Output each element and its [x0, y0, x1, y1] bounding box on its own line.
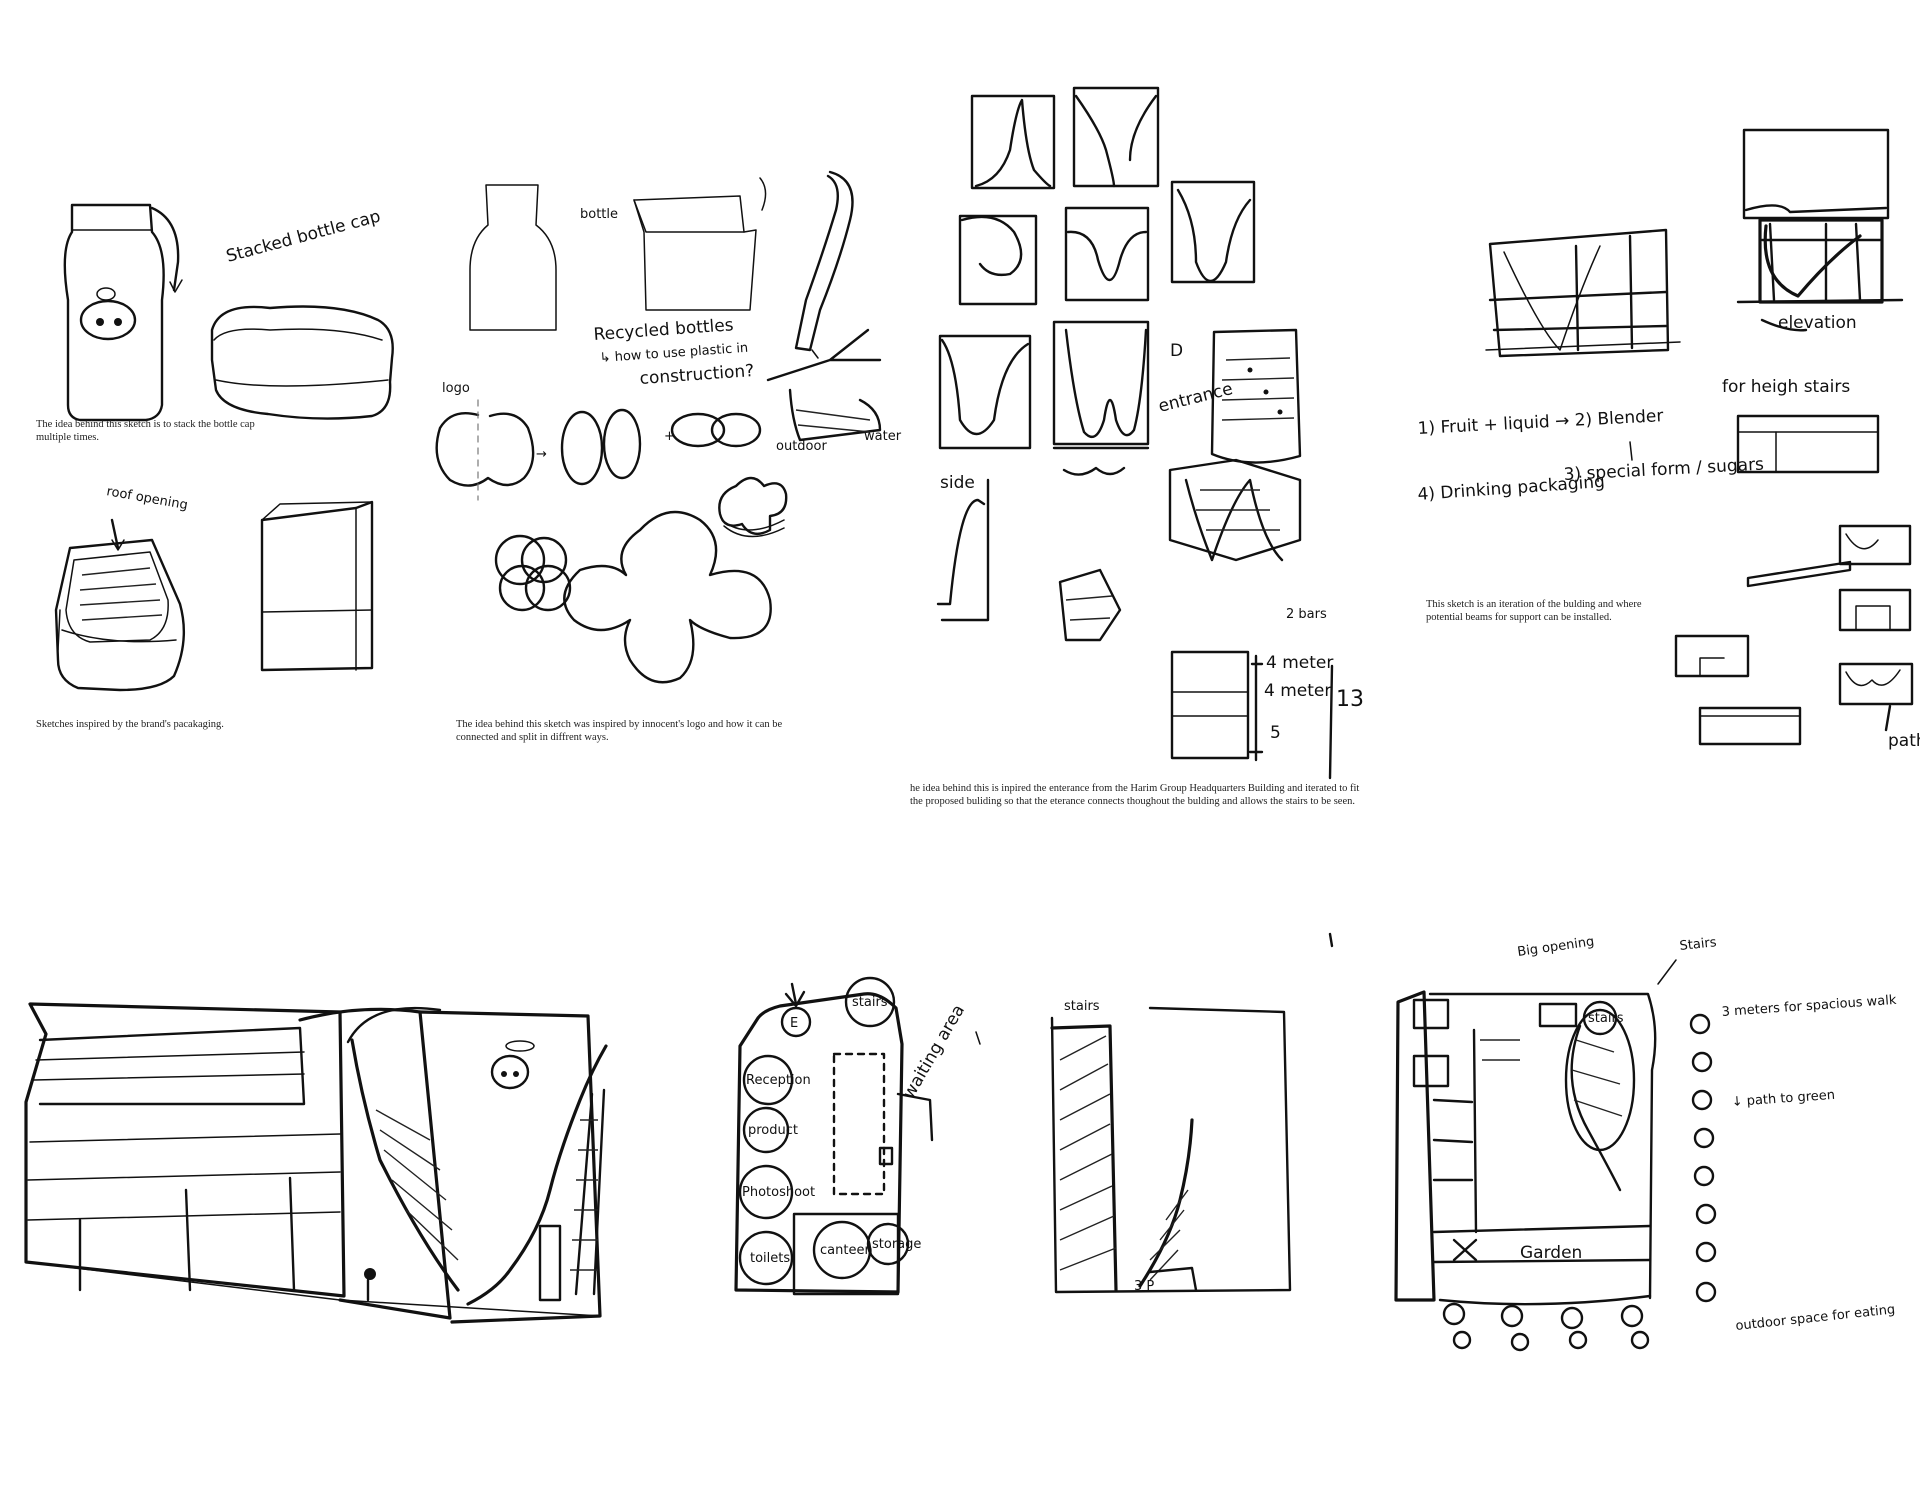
harim-caption: he idea behind this is inpired the enter… [910, 783, 1360, 807]
big-opening-label: Big opening [1516, 934, 1595, 960]
path-to-green-label: ↓ path to green [1731, 1088, 1835, 1110]
clover-sketches [494, 476, 788, 684]
stacked-cap-label: Stacked bottle cap [224, 206, 383, 266]
logo-side-label: bottle [580, 207, 618, 222]
svg-text:D: D [1170, 341, 1183, 361]
stairs-plan-b-label: stairs [1588, 1011, 1624, 1026]
entrance-frame-grid [938, 86, 1256, 476]
fruit-liquid-label: 1) Fruit + liquid → 2) Blender [1417, 406, 1664, 439]
bottle-sketch [63, 203, 183, 422]
storage-bubble-label: storage [872, 1237, 921, 1252]
bottle-cap-caption: The idea behind this sketch is to stack … [36, 419, 255, 443]
logo-circle-sketches: logo → + [435, 381, 762, 501]
drinking-packaging-label: 4) Drinking packaging [1417, 472, 1606, 505]
entrance-side-sections: 2 bars [936, 458, 1327, 642]
svg-text:water: water [864, 429, 902, 444]
roof-opening-label: roof opening [105, 484, 189, 513]
cube-sketch [260, 500, 374, 672]
stacked-cap-sketch: Stacked bottle cap [210, 206, 394, 420]
svg-text:→: → [536, 447, 547, 462]
elevation-label: elevation [1778, 313, 1857, 333]
path-label: path [1888, 731, 1920, 751]
juice-process-note: 1) Fruit + liquid → 2) Blender 3) specia… [1417, 406, 1765, 505]
stairs-section-label: stairs [1064, 999, 1100, 1014]
logo-caption: The idea behind this sketch was inspired… [456, 719, 783, 743]
thirteen-label: 13 [1336, 687, 1364, 712]
reception-bubble-label: Reception [746, 1073, 811, 1088]
svg-text:+: + [664, 429, 675, 444]
beams-caption: This sketch is an iteration of the buldi… [1426, 599, 1642, 623]
entrance-label: entrance [1156, 379, 1234, 417]
packaging-caption: Sketches inspired by the brand's pacakag… [36, 719, 224, 730]
construction-label: construction? [639, 361, 755, 389]
garden-label: Garden [1520, 1243, 1582, 1263]
svg-text:outdoor: outdoor [776, 439, 827, 454]
site-plan: Big opening Stairs stairs Garden [1394, 934, 1897, 1352]
heigh-stairs-label: for heigh stairs [1722, 377, 1850, 397]
building-perspective [24, 1002, 608, 1324]
toilets-bubble-label: toilets [750, 1251, 790, 1266]
canteen-bubble-label: canteen [820, 1243, 873, 1258]
entrance-dimension-stack: 4 meter 4 meter 5 13 [1170, 650, 1364, 780]
photoshoot-bubble-label: Photoshoot [742, 1185, 815, 1200]
beam-elevation: elevation for heigh stairs [1722, 128, 1904, 397]
beam-small-sections: path [1674, 414, 1920, 751]
three-meters-label: 3 meters for spacious walk [1721, 993, 1897, 1020]
four-meter-a-label: 4 meter [1266, 653, 1333, 673]
svg-text:3 P: 3 P [1134, 1279, 1154, 1294]
recycled-bottles-note: Recycled bottles ↳ how to use plastic in… [593, 315, 755, 389]
side-label: side [940, 473, 975, 493]
five-label: 5 [1270, 723, 1281, 743]
e-label: E [790, 1016, 798, 1031]
recycled-bottles-label: Recycled bottles [593, 315, 734, 345]
wall-detail-sketches: outdoor water [766, 170, 902, 454]
two-bars-label: 2 bars [1286, 607, 1327, 622]
logo-label: logo [442, 381, 470, 396]
bottle-outline-sketches: bottle [469, 177, 767, 331]
roof-opening-sketch: roof opening [54, 484, 189, 692]
outdoor-label: outdoor space for eating [1735, 1302, 1896, 1334]
four-meter-b-label: 4 meter [1264, 681, 1331, 701]
stairs-plan-label: Stairs [1679, 935, 1718, 954]
product-bubble-label: product [748, 1123, 798, 1138]
stairs-section: stairs 3 P [975, 932, 1334, 1294]
entrance-perspective: D entrance side [940, 328, 1302, 493]
bubble-diagram: E stairs Reception product Photoshoot to… [734, 976, 969, 1296]
beam-perspective [1485, 228, 1681, 358]
stairs-bubble-label: stairs [852, 995, 888, 1010]
waiting-area-label: waiting area [899, 1001, 969, 1102]
